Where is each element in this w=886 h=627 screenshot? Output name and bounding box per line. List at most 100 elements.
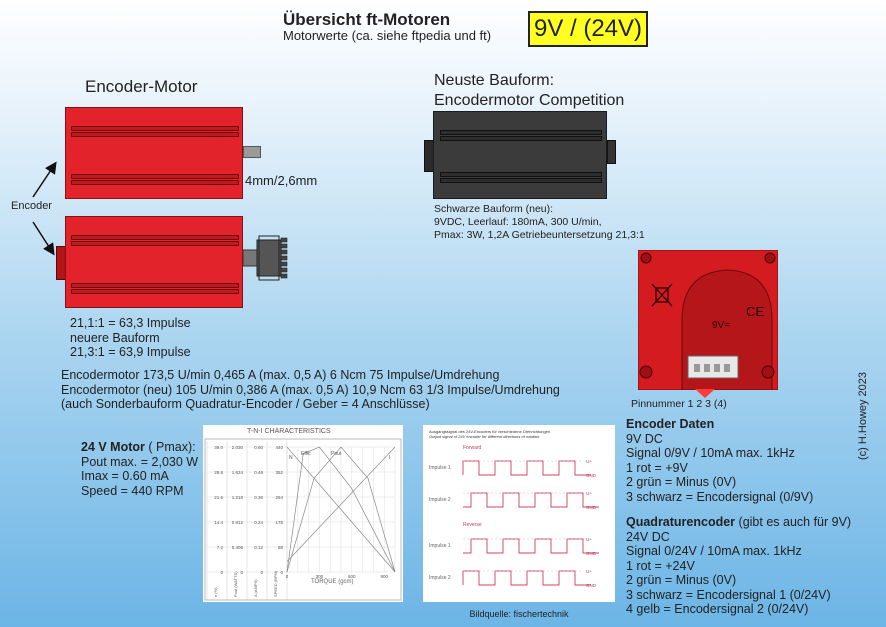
shaft-label: 4mm/2,6mm: [245, 173, 318, 188]
copyright: (c) H.Howey 2023: [857, 371, 869, 460]
encoder-data-line: 2 grün = Minus (0V): [626, 475, 737, 489]
note-line: 21,3:1 = 63,9 Impulse: [70, 345, 191, 359]
reverse-label: Reverse: [463, 522, 482, 528]
y-tick-label: 0: [240, 570, 243, 575]
y-tick-label: 2.030: [232, 445, 244, 450]
signal-chart: Ausgangssignal des 24V-Encoders für vers…: [423, 425, 615, 602]
series-line-pout: [286, 446, 396, 573]
signal-wave: [462, 570, 591, 586]
y-tick-label: 352: [275, 470, 283, 475]
y-tick-label: 176: [275, 520, 283, 525]
heading-bold: 24 V Motor: [81, 440, 145, 454]
page-title: Übersicht ft-Motoren: [283, 10, 451, 29]
y-tick-label: 21.6: [214, 495, 223, 500]
competition-motor: [433, 111, 607, 199]
x-tick-label: 600: [348, 574, 356, 579]
y-tick-label: 14.4: [214, 520, 223, 525]
competition-shaft: [607, 140, 616, 164]
y-tick-label: 28.8: [214, 470, 223, 475]
heading-line: Encodermotor Competition: [434, 92, 625, 109]
encoder-data-line: 9V DC: [626, 431, 663, 446]
quadrature-line: 1 rot = +24V: [626, 558, 695, 573]
quadrature-line: 24V DC: [626, 529, 670, 544]
vplus-label: U+: [586, 459, 592, 464]
x-tick-label: 0: [286, 574, 289, 579]
encoder-data-line: 3 schwarz = Encodersignal (0/9V): [626, 489, 814, 504]
voltage-badge: 9V / (24V): [528, 11, 648, 47]
vplus-label: U+: [586, 537, 592, 542]
impulse-label: Impulse 1: [429, 465, 451, 471]
signal-caption: Ausgangssignal des 24V-Encoders für vers…: [429, 429, 550, 434]
competition-description: Schwarze Bauform (neu): 9VDC, Leerlauf: …: [434, 203, 645, 242]
signal-wave: [463, 538, 599, 554]
spec-line: (auch Sonderbauform Quadratur-Encoder / …: [61, 397, 430, 411]
signal-wave: [463, 492, 599, 508]
encoder-data-block: Encoder Daten 9V DC Signal 0/9V / 10mA m…: [626, 417, 813, 504]
heading-line: Neuste Bauform:: [434, 72, 555, 89]
chart-column-headers: n (%)Pout (WATTS)A (AMPS)SPEED (RPM): [213, 570, 278, 597]
series-line-i: [286, 446, 396, 562]
spec-line: Encodermotor (neu) 105 U/min 0,386 A (ma…: [61, 382, 560, 397]
heading-bold: Quadraturencoder: [626, 515, 736, 529]
competition-heading: Neuste Bauform: Encodermotor Competition: [434, 71, 624, 111]
ce-mark: CE: [746, 304, 764, 319]
encoder-motor-top: [65, 107, 243, 199]
waste-bin-icon: [651, 283, 673, 307]
impulse-label: Impulse 2: [429, 575, 451, 581]
motor24-block: 24 V Motor ( Pmax): Pout max. = 2,030 W …: [81, 440, 198, 498]
column-header: n (%): [213, 587, 218, 597]
y-tick-label: 0: [280, 570, 283, 575]
signal-waves: Impulse 1 U+ GND Impulse 2 U+ GND Impulse 1 U+ G…: [429, 459, 599, 588]
vplus-label: U+: [586, 491, 592, 496]
motor24-line: Speed = 440 RPM: [81, 483, 184, 498]
encoder-motor-bottom: [65, 216, 243, 308]
y-tick-label: 1.624: [232, 470, 244, 475]
spec-line: Encodermotor 173,5 U/min 0,465 A (max. 0…: [61, 368, 500, 382]
y-tick-label: 264: [275, 495, 283, 500]
pin-marker-icon: [695, 389, 715, 398]
note-line: neuere Bauform: [70, 330, 160, 345]
chart-x-ticks: 0 300 600 900: [286, 574, 389, 579]
gnd-label: GND: [586, 551, 597, 556]
column-header: A (AMPS): [253, 579, 258, 597]
gnd-label: GND: [586, 505, 597, 510]
impulse-label: Impulse 1: [429, 543, 451, 549]
chart-xlabel: TORQUE (gcm): [311, 579, 354, 585]
image-credit: Bildquelle: fischertechnik: [469, 609, 569, 619]
gear-wheel: [243, 235, 288, 281]
quadrature-heading: Quadraturencoder (gibt es auch für 9V): [626, 515, 851, 530]
encoder-data-line: Signal 0/9V / 10mA max. 1kHz: [626, 446, 795, 460]
motor24-line: Pout max. = 2,030 W: [81, 454, 199, 469]
series-line-effic: [286, 446, 396, 573]
y-tick-label: 0.812: [232, 520, 244, 525]
encoder-notes: 21,1:1 = 63,3 Impulse neuere Bauform 21,…: [70, 316, 191, 360]
heading-suffix: ( Pmax):: [144, 440, 196, 454]
x-tick-label: 300: [316, 574, 324, 579]
y-tick-label: 0.60: [254, 445, 263, 450]
motor24-line: Imax = 0.60 mA: [81, 469, 169, 483]
encoder-label: Encoder: [11, 200, 52, 212]
curve-label: Effic: [301, 451, 311, 457]
desc-line: Pmax: 3W, 1,2A Getriebeuntersetzung 21,3…: [434, 229, 645, 241]
y-tick-label: 0.48: [254, 470, 263, 475]
signal-caption-en: Output signal of 24V encoder for differe…: [429, 434, 540, 439]
column-header: Pout (WATTS): [233, 571, 238, 597]
impulse-label: Impulse 2: [429, 497, 451, 503]
y-tick-label: 7.2: [217, 545, 224, 550]
quadrature-line: 4 gelb = Encodersignal 2 (0/24V): [626, 602, 809, 616]
y-tick-label: 36.0: [214, 445, 223, 450]
quadrature-line: 3 schwarz = Encodersignal 1 (0/24V): [626, 587, 831, 602]
encoder-pcb: 9V= CE: [638, 250, 778, 390]
y-tick-label: 0: [220, 570, 223, 575]
y-tick-label: 0: [260, 570, 263, 575]
chart-series: [286, 446, 396, 573]
curve-label: Pout: [331, 451, 342, 457]
x-tick-label: 900: [380, 574, 388, 579]
quadrature-block: Quadraturencoder (gibt es auch für 9V) 2…: [626, 515, 851, 617]
gnd-label: GND: [586, 473, 597, 478]
motor-specs: Encodermotor 173,5 U/min 0,465 A (max. 0…: [61, 368, 560, 412]
